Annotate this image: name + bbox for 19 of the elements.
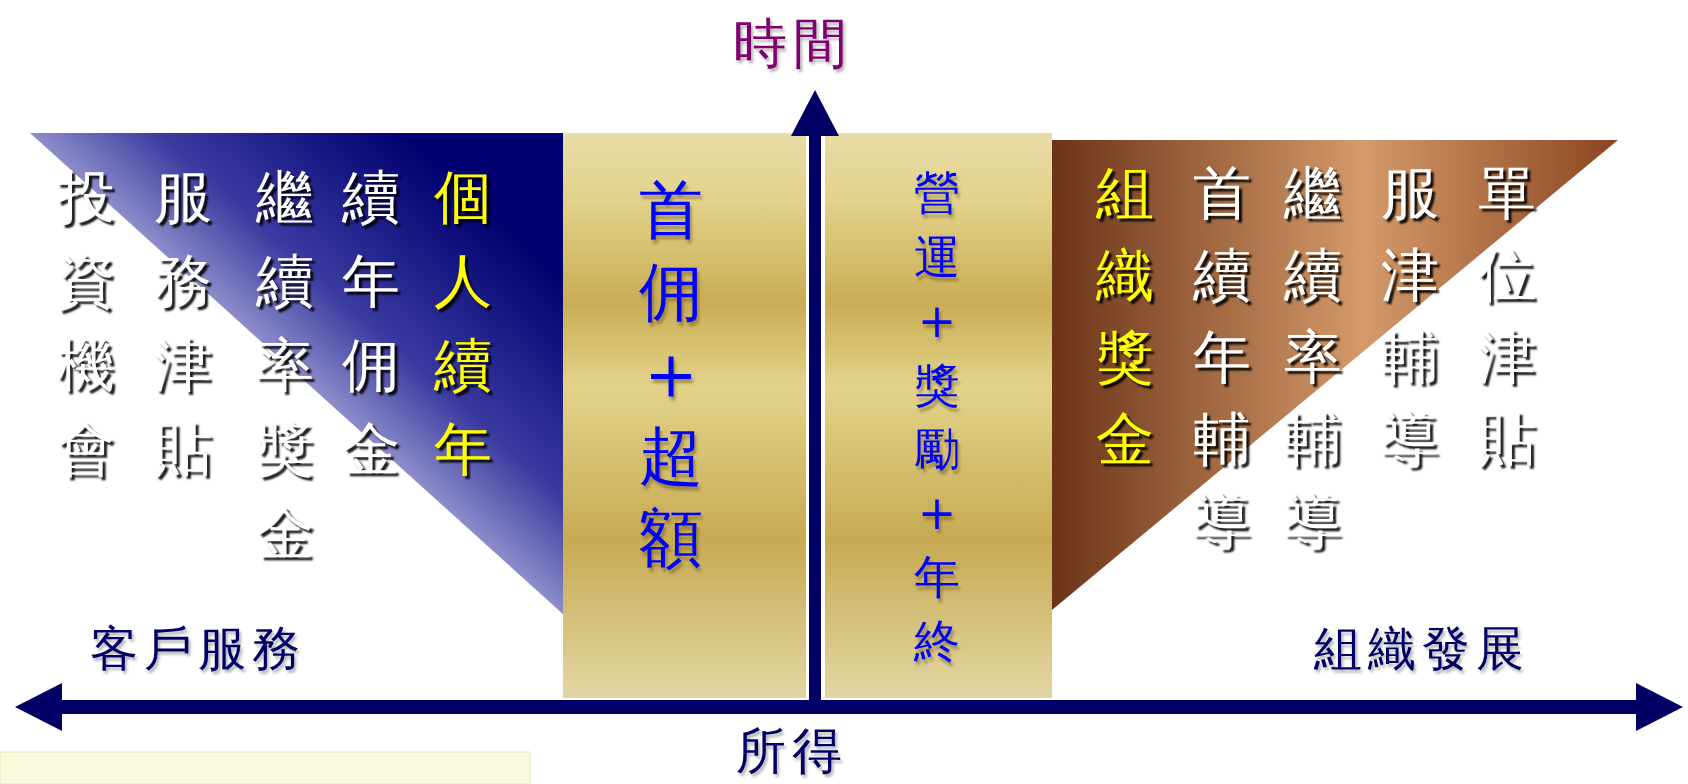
column-panel <box>563 133 806 698</box>
vertical-text: 繼續率獎金 <box>255 162 316 569</box>
vertical-text: 單位津貼 <box>1477 158 1539 475</box>
vertical-text: 服務津貼 <box>153 162 215 485</box>
triangle-panel <box>1052 140 1618 610</box>
vertical-text: 組織獎金 <box>1095 158 1155 475</box>
column-panel <box>825 133 1052 698</box>
vertical-text: 繼續率輔導 <box>1283 158 1344 557</box>
axis-label: 組織發展 <box>1314 622 1530 675</box>
vertical-text: 服津輔導 <box>1380 158 1441 475</box>
vertical-text: 首佣+超額 <box>638 172 704 577</box>
axis-title: 時間 <box>733 14 853 74</box>
vertical-text: 續年佣金 <box>341 162 401 485</box>
vertical-text: 投資機會 <box>56 162 117 485</box>
vertical-text: 營運+獎勵+年終 <box>913 165 961 670</box>
triangle-panel <box>30 133 564 615</box>
vertical-text: 個人續年 <box>433 162 493 485</box>
axis-label: 所得 <box>736 724 848 779</box>
axis-label: 客戶服務 <box>90 622 306 675</box>
